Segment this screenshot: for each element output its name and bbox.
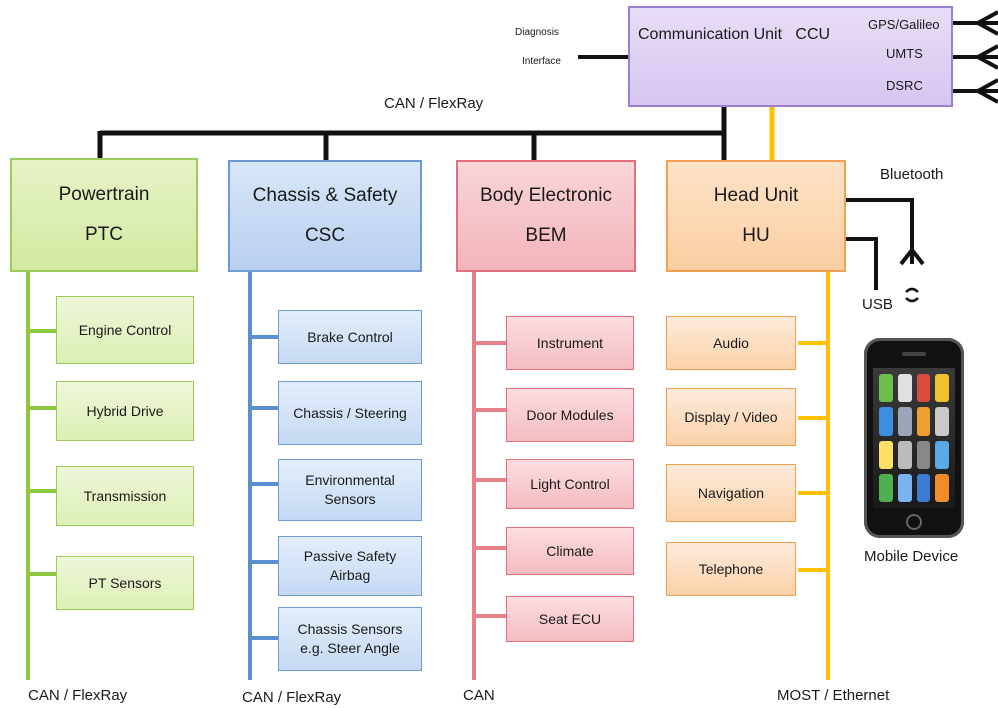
ecu-label: Chassis / Steering	[293, 404, 407, 421]
app-icon	[879, 440, 893, 469]
ecu-label-line1: Chassis Sensors	[297, 621, 403, 638]
ecu-label: Hybrid Drive	[86, 402, 164, 419]
app-icon	[916, 440, 931, 469]
phone-screen	[873, 368, 955, 508]
usb-label: USB	[862, 296, 893, 313]
ecu-chassis-steering: Chassis / Steering	[278, 381, 422, 445]
ecu-label: PT Sensors	[88, 574, 162, 591]
ecu-label-line2: Airbag	[329, 567, 371, 583]
mobile-device-label: Mobile Device	[864, 548, 959, 565]
ccu-link-gps: GPS/Galileo	[868, 17, 940, 32]
ecu-transmission: Transmission	[56, 466, 194, 526]
diagnosis-label: Diagnosis	[515, 27, 559, 38]
csc-abbr: CSC	[304, 225, 346, 246]
app-icon	[897, 407, 912, 436]
ecu-telephone: Telephone	[666, 542, 796, 596]
app-icon	[897, 440, 912, 469]
ecu-label-line1: Passive Safety	[303, 548, 397, 565]
hu-bus-label: MOST / Ethernet	[777, 687, 890, 704]
ecu-audio: Audio	[666, 316, 796, 370]
ecu-display-video: Display / Video	[666, 388, 796, 446]
ecu-label: Engine Control	[78, 321, 172, 338]
ccu-title: Communication Unit	[638, 26, 783, 43]
bem-bus-label: CAN	[463, 687, 495, 704]
ecu-chassis-sensors: Chassis Sensors e.g. Steer Angle	[278, 607, 422, 671]
ecu-navigation: Navigation	[666, 464, 796, 522]
ecu-engine-control: Engine Control	[56, 296, 194, 364]
ecu-label: Light Control	[530, 475, 610, 492]
phone-home-button	[906, 514, 922, 530]
app-icon	[879, 473, 893, 502]
app-icon	[879, 407, 893, 436]
app-icon	[916, 473, 931, 502]
ecu-label: Display / Video	[684, 408, 778, 425]
app-icon	[897, 473, 912, 502]
phone-speaker	[902, 352, 926, 356]
interface-label: Interface	[522, 56, 561, 67]
ecu-label: Brake Control	[307, 328, 393, 345]
ecu-label: Telephone	[698, 560, 764, 577]
ccu-abbr: CCU	[795, 26, 831, 43]
app-icon	[916, 407, 931, 436]
app-icon	[897, 374, 912, 403]
bem-name: Body Electronic	[479, 185, 612, 207]
ptc-bus-label: CAN / FlexRay	[28, 687, 128, 704]
chassis-safety-controller: Chassis & Safety CSC	[228, 160, 422, 272]
ecu-hybrid-drive: Hybrid Drive	[56, 381, 194, 441]
app-icon	[879, 374, 893, 403]
hu-name: Head Unit	[713, 185, 799, 207]
csc-bus-label: CAN / FlexRay	[242, 689, 342, 706]
ecu-label-line2: e.g. Steer Angle	[300, 640, 400, 656]
ecu-label: Transmission	[83, 487, 167, 504]
backbone-label: CAN / FlexRay	[384, 95, 484, 112]
app-icon	[935, 374, 949, 403]
bluetooth-label: Bluetooth	[880, 166, 944, 183]
ecu-seat: Seat ECU	[506, 596, 634, 642]
usb-line	[846, 237, 878, 290]
ptc-abbr: PTC	[85, 224, 123, 245]
ecu-label: Navigation	[697, 484, 765, 501]
body-electronic-controller: Body Electronic BEM	[456, 160, 636, 272]
ecu-door-modules: Door Modules	[506, 388, 634, 442]
csc-name: Chassis & Safety	[252, 185, 398, 207]
bem-abbr: BEM	[525, 225, 567, 246]
ecu-label: Audio	[713, 334, 749, 351]
hu-bus	[798, 272, 830, 680]
ptc-name: Powertrain	[58, 184, 150, 206]
ecu-climate: Climate	[506, 527, 634, 575]
ccu-link-dsrc: DSRC	[886, 78, 923, 93]
communication-unit: Communication Unit CCU GPS/Galileo UMTS …	[628, 6, 953, 107]
app-icon	[935, 473, 949, 502]
ecu-brake-control: Brake Control	[278, 310, 422, 364]
bem-bus	[472, 272, 506, 680]
ecu-pt-sensors: PT Sensors	[56, 556, 194, 610]
app-icon	[916, 374, 931, 403]
ccu-antennas	[952, 10, 998, 104]
csc-bus	[248, 272, 278, 680]
ecu-label: Instrument	[536, 334, 604, 351]
powertrain-controller: Powertrain PTC	[10, 158, 198, 272]
hu-abbr: HU	[742, 225, 770, 246]
ecu-label-line2: Sensors	[324, 491, 376, 507]
ecu-instrument: Instrument	[506, 316, 634, 370]
mobile-phone-icon	[864, 338, 964, 538]
head-unit-controller: Head Unit HU	[666, 160, 846, 272]
app-icon	[935, 407, 949, 436]
ecu-light-control: Light Control	[506, 459, 634, 509]
bluetooth-antenna	[846, 198, 925, 303]
ptc-bus	[26, 272, 56, 680]
ecu-label: Climate	[546, 542, 594, 559]
ecu-label-line1: Environmental	[305, 472, 395, 489]
ccu-link-umts: UMTS	[886, 46, 923, 61]
ecu-label: Door Modules	[526, 406, 614, 423]
ecu-label: Seat ECU	[538, 610, 602, 627]
app-icon	[935, 440, 949, 469]
